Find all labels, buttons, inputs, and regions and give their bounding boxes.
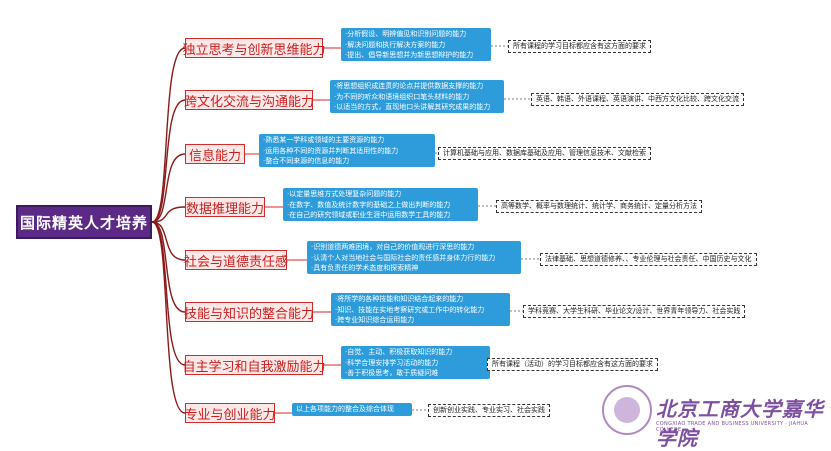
- root-connector: [151, 221, 186, 414]
- course-note[interactable]: 创新创业实践、专业实习、社会实践: [428, 404, 550, 417]
- branch-node[interactable]: 技能与知识的整合能力: [184, 302, 314, 322]
- detail-box[interactable]: ·将思想组织成连贯的论点并提供数据支撑的能力 ·为不同的听众和语境组织口笔头材料的…: [330, 80, 504, 113]
- detail-line: ·识别道德两难困境，对自己的价值观进行深思的能力: [311, 243, 475, 251]
- root-connector: [151, 47, 186, 223]
- course-note[interactable]: 学科竞赛、大学生科研、毕业论文/设计、世界青年领导力、社会实践: [523, 305, 746, 318]
- detail-line: ·认清个人对当地社会与国际社会的责任感并身体力行的能力: [311, 253, 496, 262]
- detail-line: ·在自己的研究领域或职业生涯中运用数学工具的能力: [287, 211, 451, 219]
- detail-box[interactable]: ·以定量思维方式处理复杂问题的能力 ·在数字、数值及统计数字的基础之上做出判断的能…: [283, 188, 478, 221]
- root-connector: [151, 153, 186, 223]
- root-node[interactable]: 国际精英人才培养: [16, 205, 152, 239]
- branch-node[interactable]: 社会与道德责任感: [184, 250, 288, 270]
- detail-box[interactable]: ·自觉、主动、积极获取知识的能力 ·科学合理安排学习活动的能力 ·善于积极思考，敢于…: [341, 346, 490, 379]
- detail-line: ·将所学的各种技能和知识结合起来的能力: [335, 295, 464, 303]
- logo-subtext: CONGXIAO TRADE AND BUSINESS UNIVERSITY ·…: [656, 421, 809, 433]
- detail-line: ·分析假设、明辨偏见和识别问题的能力: [345, 30, 467, 38]
- detail-box[interactable]: ·识别道德两难困境，对自己的价值观进行深思的能力 ·认清个人对当地社会与国际社会的…: [307, 241, 521, 274]
- detail-line: ·以适当的方式，直现地口头讲解其研究成果的能力: [334, 103, 491, 111]
- course-note[interactable]: 所有课程的学习目标都应含有这方面的要求: [508, 40, 651, 53]
- detail-box[interactable]: ·分析假设、明辨偏见和识别问题的能力 ·解决问题和执行解决方案的能力 ·提出、倡导新…: [341, 28, 491, 61]
- course-note[interactable]: 所有课程（活动）的学习目标都应含有这方面的要求: [487, 358, 658, 371]
- root-connector: [151, 206, 186, 223]
- detail-line: ·解决问题和执行解决方案的能力: [345, 40, 446, 49]
- course-note[interactable]: 英语、韩语、外语课程、英语演讲、中西方文化比较、跨文化交流: [531, 93, 744, 106]
- detail-line: ·整合不同来源的信息的能力: [263, 157, 350, 165]
- seal-icon: [602, 385, 652, 435]
- detail-line: ·自觉、主动、积极获取知识的能力: [345, 348, 453, 356]
- branch-node[interactable]: 跨文化交流与沟通能力: [184, 90, 314, 110]
- detail-line: ·在数字、数值及统计数字的基础之上做出判断的能力: [287, 200, 451, 209]
- detail-line: ·运用各种不同的资源并判断其适用性的能力: [263, 146, 399, 155]
- detail-line: ·具有负责任的学术态度和探索精神: [311, 264, 419, 272]
- branch-node[interactable]: 独立思考与创新思维能力: [183, 38, 326, 58]
- branch-node[interactable]: 信息能力: [185, 144, 245, 164]
- detail-line: ·将思想组织成连贯的论点并提供数据支撑的能力: [334, 82, 484, 90]
- detail-line: ·善于积极思考，敢于质疑问难: [345, 369, 439, 377]
- college-logo: 北京工商大学嘉华学院 CONGXIAO TRADE AND BUSINESS U…: [602, 381, 831, 450]
- detail-line: ·提出、倡导新思想并为新思想辩护的能力: [345, 51, 474, 59]
- course-note[interactable]: 计算机基础与应用、数据库基础及应用、管理信息技术、文献检索: [438, 147, 651, 160]
- detail-line: ·为不同的听众和语境组织口笔头材料的能力: [334, 92, 470, 101]
- detail-box[interactable]: ·熟悉某一学科或领域的主要资源的能力 ·运用各种不同的资源并判断其适用性的能力 ·整…: [259, 134, 435, 167]
- detail-box[interactable]: 以上各项能力的整合及综合体现: [292, 403, 412, 416]
- root-connector: [151, 221, 186, 313]
- detail-line: ·熟悉某一学科或领域的主要资源的能力: [263, 136, 385, 144]
- detail-line: ·以定量思维方式处理复杂问题的能力: [287, 190, 402, 198]
- root-connector: [151, 99, 186, 223]
- course-note[interactable]: 高等数学、概率与数理统计、统计学、商务统计、定量分析方法: [496, 200, 702, 213]
- root-connector: [151, 221, 186, 261]
- detail-line: ·知识、技能在实地考察研究或工作中的转化能力: [335, 305, 485, 314]
- course-note[interactable]: 法律基础、思想道德修养、、专业伦理与社会责任、中国历史与文化: [540, 253, 757, 266]
- detail-line: ·科学合理安排学习活动的能力: [345, 358, 439, 367]
- detail-line: ·跨专业知识综合运用能力: [335, 316, 415, 324]
- detail-box[interactable]: ·将所学的各种技能和知识结合起来的能力 ·知识、技能在实地考察研究或工作中的转化能…: [331, 293, 510, 326]
- branch-node[interactable]: 自主学习和自我激励能力: [183, 355, 326, 375]
- branch-node[interactable]: 数据推理能力: [185, 197, 265, 217]
- branch-node[interactable]: 专业与创业能力: [185, 403, 276, 423]
- detail-line: 以上各项能力的整合及综合体现: [296, 405, 394, 413]
